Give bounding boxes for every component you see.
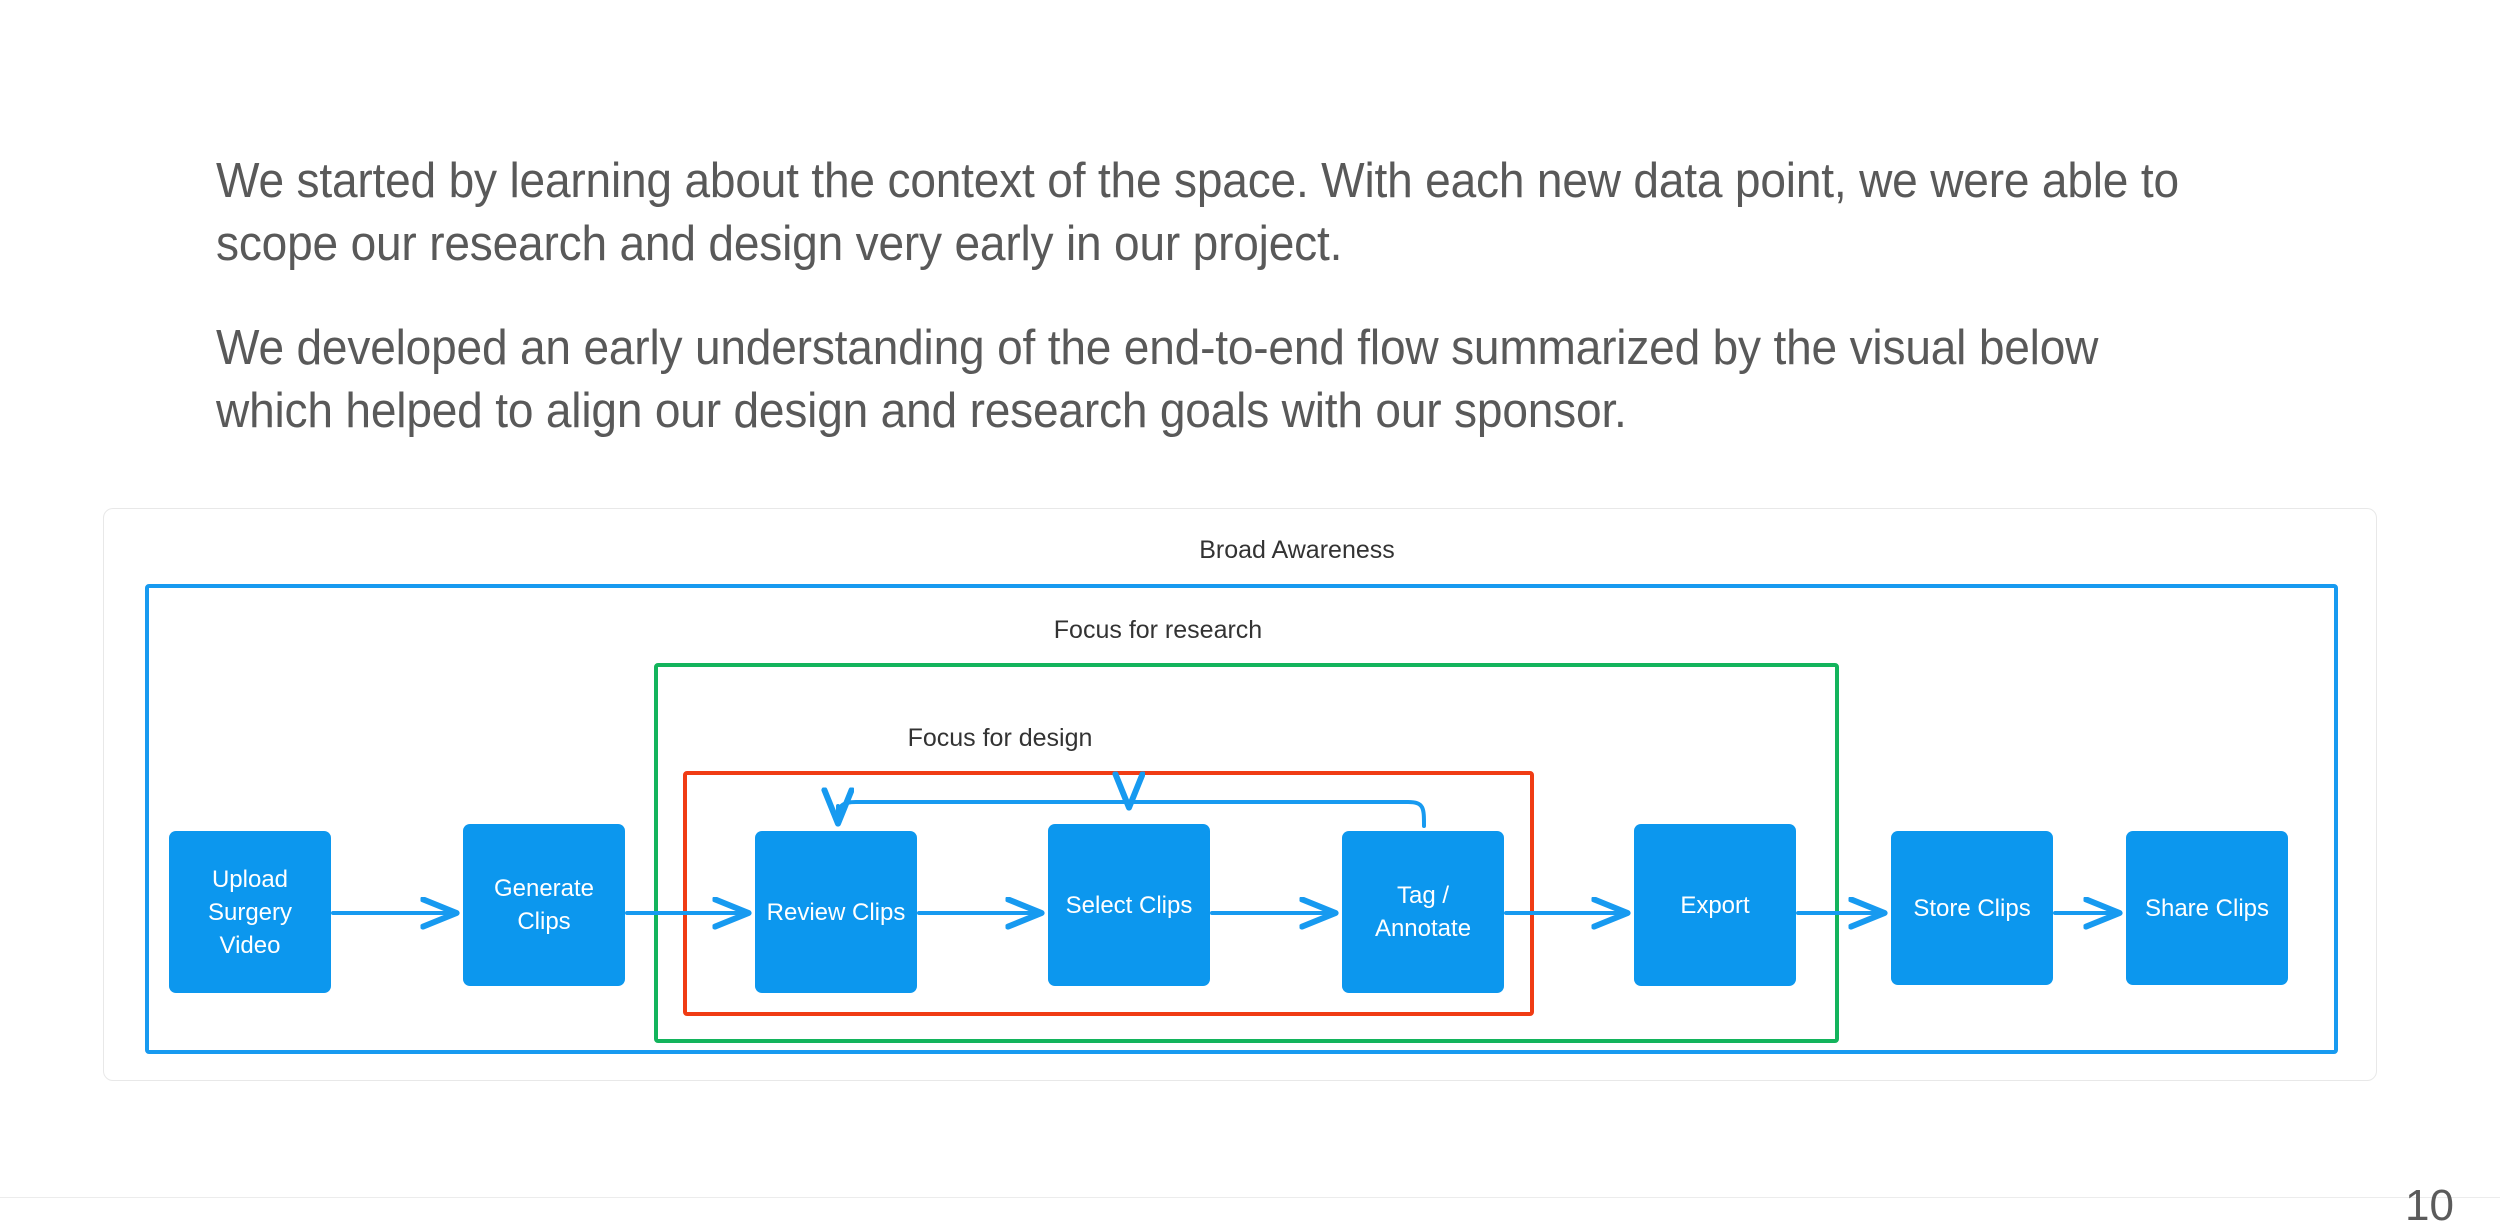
diagram-stage [104,509,2376,1080]
flow-node-select-clips[interactable]: Select Clips [1048,824,1210,986]
scope-label-broad-awareness: Broad Awareness [1199,536,1395,564]
flow-node-store-clips[interactable]: Store Clips [1891,831,2053,985]
scope-box-broad-awareness [145,584,2338,1054]
flow-node-label: Share Clips [2144,894,2270,922]
flow-node-tag-annotate[interactable]: Tag / Annotate [1342,831,1504,993]
scope-box-focus-for-research [654,663,1839,1043]
scope-label-focus-for-research: Focus for research [1053,616,1263,644]
flow-diagram-card [103,508,2377,1081]
scope-box-focus-for-design [683,771,1534,1016]
page-number: 10 [2405,1181,2454,1230]
flow-node-review-clips[interactable]: Review Clips [755,831,917,993]
flow-node-label: Generate Clips [493,875,595,935]
flow-node-label: Review Clips [766,898,906,926]
paragraph-1: We started by learning about the context… [216,154,2179,271]
flow-node-export[interactable]: Export [1634,824,1796,986]
flow-node-label: Select Clips [1065,891,1193,919]
scope-label-focus-for-design: Focus for design [907,724,1093,752]
paragraph-2: We developed an early understanding of t… [216,321,2099,438]
flow-node-label: Tag / Annotate [1374,882,1472,942]
flow-node-generate-clips[interactable]: Generate Clips [463,824,625,986]
slide-body-copy: We started by learning about the context… [216,150,2306,443]
flow-node-label: Export [1680,891,1750,919]
footer-divider [0,1197,2500,1198]
flow-node-upload-surgery-video[interactable]: Upload Surgery Video [169,831,331,993]
flow-node-label: Store Clips [1913,894,2031,922]
flow-node-label: Upload Surgery Video [207,865,293,959]
flow-node-share-clips[interactable]: Share Clips [2126,831,2288,985]
